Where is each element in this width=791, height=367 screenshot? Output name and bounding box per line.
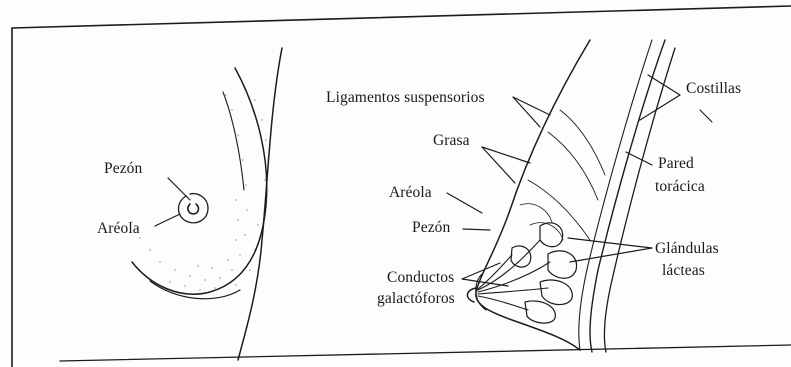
front-view-breast	[131, 48, 282, 360]
label-nipple-front: Pezón	[104, 160, 142, 178]
label-glands-line1: Glándulas	[655, 240, 719, 258]
label-ribs: Costillas	[686, 80, 741, 98]
leader-ribs-1	[648, 75, 680, 95]
label-suspensory-ligaments: Ligamentos suspensorios	[326, 89, 485, 107]
leader-glands-1	[568, 238, 652, 248]
leader-ligaments-2	[513, 97, 540, 127]
label-areola-side: Aréola	[389, 184, 432, 202]
side-view-breast	[467, 40, 675, 352]
leader-areola-front	[155, 214, 180, 226]
label-fat: Grasa	[433, 132, 470, 150]
front-view-leaders	[155, 178, 190, 226]
leader-nipple-front	[168, 178, 190, 200]
leader-ribs-tick	[700, 110, 712, 122]
label-glands-line2: lácteas	[662, 262, 705, 280]
leader-glands-2	[570, 248, 652, 262]
leader-areola-side	[447, 193, 482, 213]
leader-chest-wall	[626, 152, 652, 165]
label-chest-wall-line1: Pared	[658, 155, 694, 173]
label-ducts-line2: galactóforos	[377, 290, 455, 308]
leader-nipple-side	[463, 229, 490, 230]
leader-ligaments-1	[513, 97, 550, 115]
label-areola-front: Aréola	[97, 220, 140, 238]
leader-ducts-2	[462, 279, 508, 286]
lactiferous-ducts	[478, 240, 550, 310]
label-nipple-side: Pezón	[412, 219, 450, 237]
label-chest-wall-line2: torácica	[655, 178, 705, 196]
front-view-shading	[131, 94, 269, 291]
label-ducts-line1: Conductos	[387, 269, 454, 287]
